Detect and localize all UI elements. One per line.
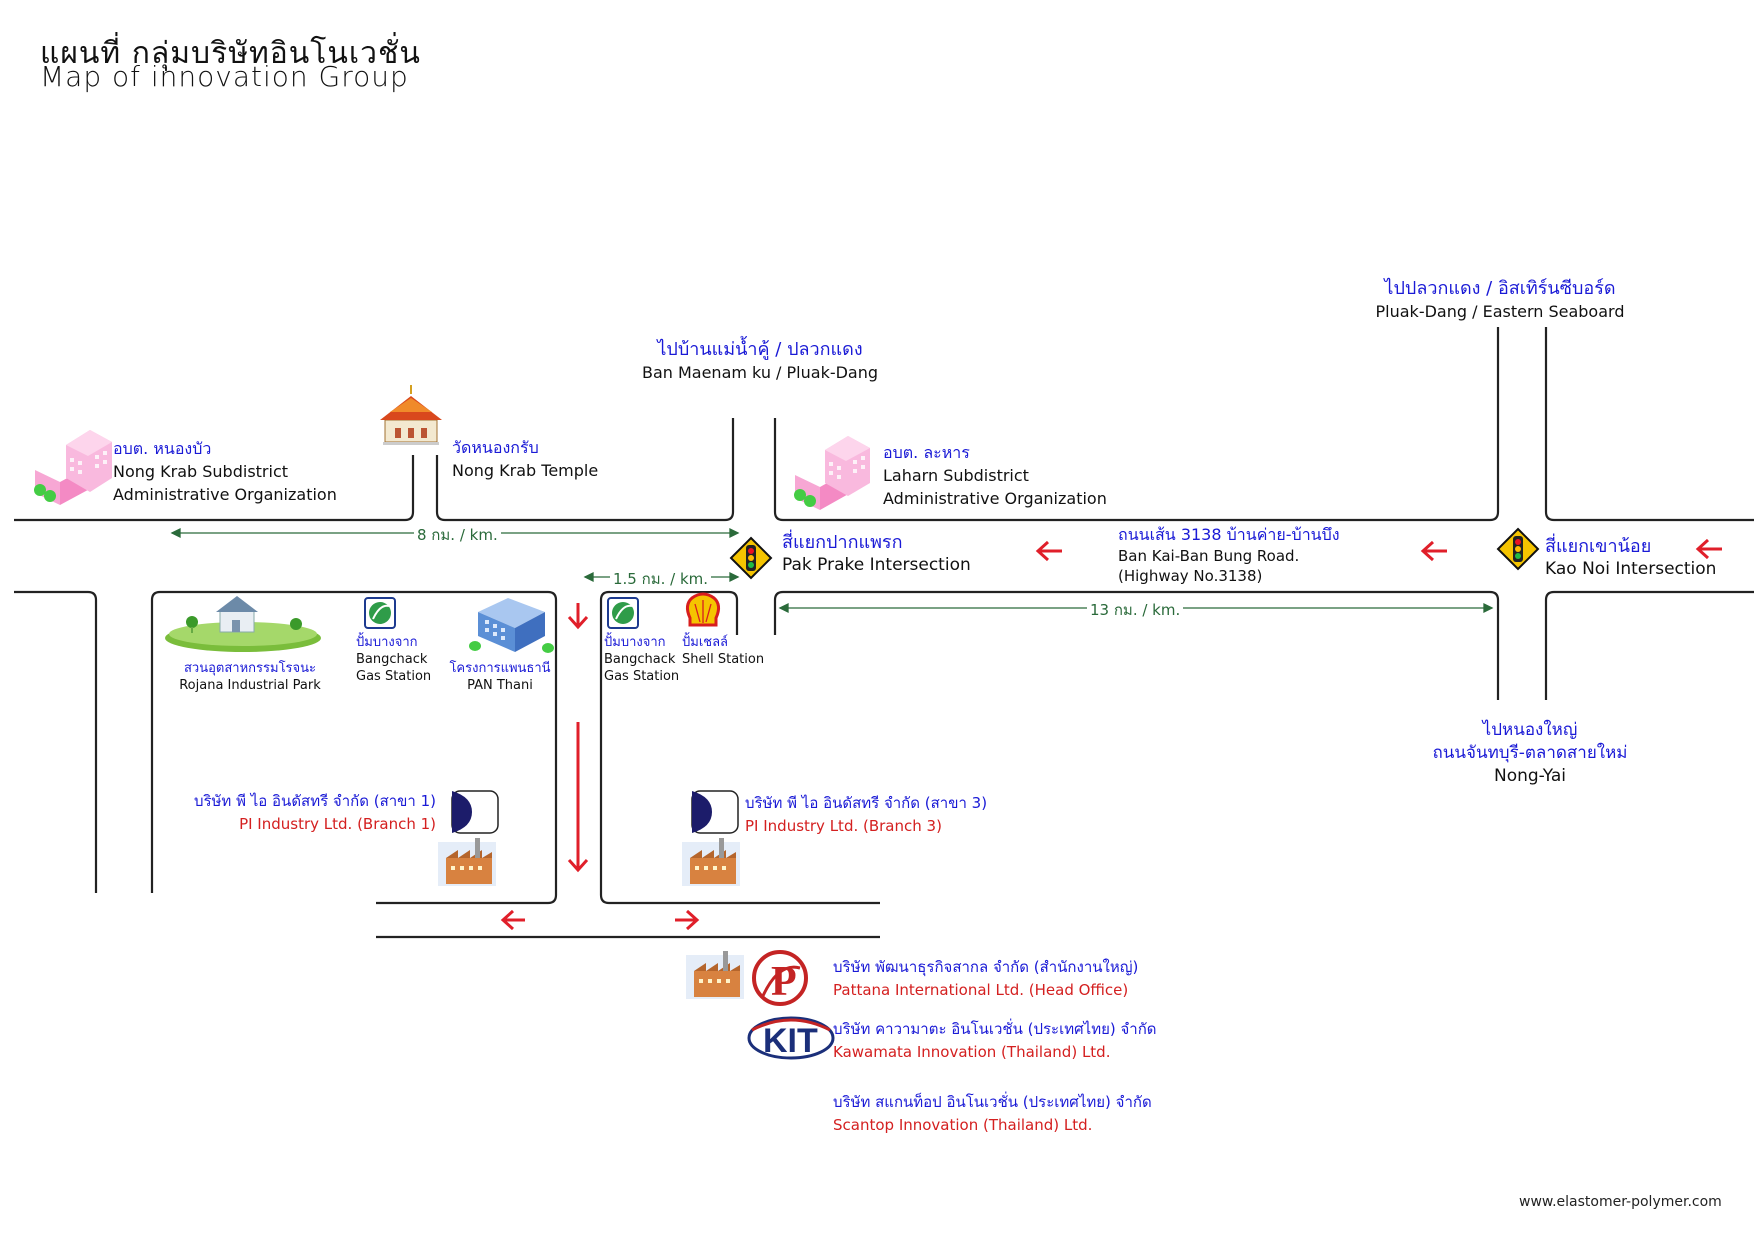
- label-to-ban-maenam: ไปบ้านแม่น้ำคู้ / ปลวกแดง Ban Maenam ku …: [641, 339, 879, 382]
- label-nong-krab-temple: วัดหนองกรับ Nong Krab Temple: [452, 438, 599, 480]
- pi-logo-icon-branch1: [451, 790, 499, 834]
- distance-8km: 8 กม. / km.: [414, 523, 501, 547]
- label-pi-branch3: บริษัท พี ไอ อินดัสทรี จำกัด (สาขา 3) PI…: [745, 794, 988, 835]
- temple-icon: [380, 385, 442, 445]
- label-kao-noi-intersection: สี่แยกเขาน้อย Kao Noi Intersection: [1545, 536, 1717, 579]
- traffic-light-icon-kao-noi: [1496, 527, 1540, 571]
- label-to-pluak-dang-seaboard: ไปปลวกแดง / อิสเทิร์นซีบอร์ด Pluak-Dang …: [1375, 278, 1625, 321]
- label-kawamata-innovation: บริษัท คาวามาตะ อินโนเวชั่น (ประเทศไทย) …: [833, 1020, 1157, 1061]
- industrial-park-icon: [165, 596, 321, 652]
- map-title-english: Map of innovation Group: [40, 60, 409, 93]
- arrow-south-long: [567, 722, 589, 873]
- label-bangchak-1: ปั้มบางจาก Bangchack Gas Station: [356, 635, 432, 684]
- building-icon-laharn: [794, 436, 870, 510]
- distance-13km: 13 กม. / km.: [1087, 598, 1184, 622]
- distance-1-5km: 1.5 กม. / km.: [610, 567, 712, 591]
- road-edge-left-block-left: [14, 590, 98, 893]
- road-edge-bottom-right: [773, 590, 1500, 700]
- label-pi-branch1: บริษัท พี ไอ อินดัสทรี จำกัด (สาขา 1) PI…: [193, 792, 436, 833]
- label-scantop-innovation: บริษัท สแกนท็อป อินโนเวชั่น (ประเทศไทย) …: [833, 1093, 1152, 1134]
- arrow-west-1: [1035, 540, 1062, 562]
- office-building-icon-pan-thani: [469, 598, 554, 653]
- label-pak-prake-intersection: สี่แยกปากแพรก Pak Prake Intersection: [782, 532, 971, 575]
- kawamata-logo-letters: KIT: [763, 1022, 818, 1060]
- arrow-west-2: [1420, 540, 1447, 562]
- footer-website-url[interactable]: www.elastomer-polymer.com: [1519, 1194, 1722, 1210]
- arrow-south-short: [567, 603, 589, 630]
- label-to-nong-yai: ไปหนองใหญ่ ถนนจันทบุรี-ตลาดสายใหม่ Nong-…: [1432, 720, 1628, 786]
- factory-icon-branch1: [438, 838, 496, 886]
- pi-logo-icon-branch3: [691, 790, 739, 834]
- pattana-logo-letter: P: [771, 959, 797, 1005]
- arrow-east-lower: [675, 909, 700, 931]
- road-edge-temple-right: [435, 418, 735, 522]
- traffic-light-icon-pak-prake: [729, 536, 773, 580]
- label-nong-krab-org: อบต. หนองบัว Nong Krab Subdistrict Admin…: [113, 439, 337, 504]
- arrow-west-3: [1695, 538, 1722, 560]
- road-edge-top-left: [14, 455, 415, 522]
- label-pan-thani: โครงการแพนธานี PAN Thani: [449, 661, 551, 693]
- pattana-logo-icon: [752, 950, 808, 1006]
- bangchak-icon-1: [364, 597, 396, 629]
- road-edge-far-right-bottom: [1544, 590, 1754, 700]
- road-edge-far-right-top: [1544, 327, 1754, 522]
- label-shell-station: ปั้มเชลล์ Shell Station: [682, 635, 765, 667]
- factory-icon-pattana: [686, 951, 744, 999]
- map-title-thai: แผนที่ กลุ่มบริษัทอินโนเวชั่น: [40, 36, 421, 71]
- shell-icon: [685, 592, 721, 627]
- factory-icon-branch3: [682, 838, 740, 886]
- label-laharn-org: อบต. ละหาร Laharn Subdistrict Administra…: [883, 443, 1107, 508]
- arrow-west-lower: [500, 909, 525, 931]
- road-edge-middle-block: [599, 590, 880, 905]
- road-edge-left-block: [150, 590, 558, 905]
- label-pattana-international: บริษัท พัฒนาธุรกิจสากล จำกัด (สำนักงานให…: [833, 958, 1139, 999]
- label-rojana-park: สวนอุตสาหกรรมโรจนะ Rojana Industrial Par…: [179, 661, 321, 693]
- road-edge-top-right: [773, 327, 1500, 522]
- label-bangchak-2: ปั้มบางจาก Bangchack Gas Station: [604, 635, 680, 684]
- bangchak-icon-2: [607, 597, 639, 629]
- label-highway-3138: ถนนเส้น 3138 บ้านค่าย-บ้านบึง Ban Kai-Ba…: [1118, 525, 1340, 585]
- kawamata-logo-icon: [747, 1016, 835, 1060]
- building-icon-nong-krab: [34, 430, 112, 505]
